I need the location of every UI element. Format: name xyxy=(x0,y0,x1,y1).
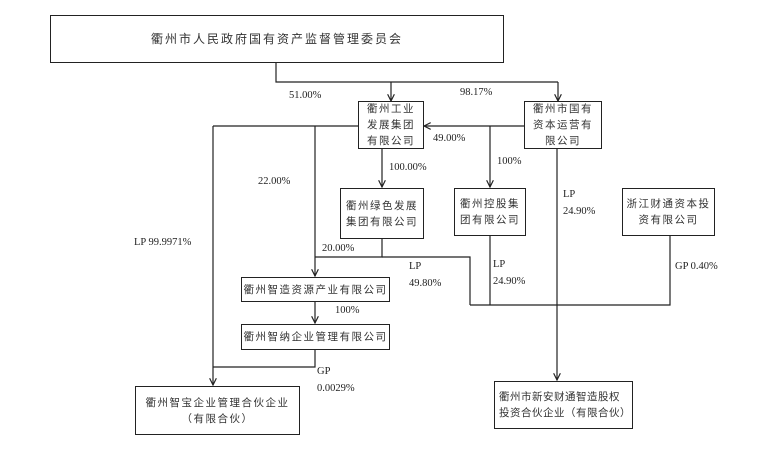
label-industry-zhizao: 22.00% xyxy=(258,176,291,187)
label-zhina-zhibao: GP 0.0029% xyxy=(317,366,355,394)
label-industry-green: 100.00% xyxy=(389,162,427,173)
node-green-development: 衢州绿色发展 集团有限公司 xyxy=(340,188,424,239)
label-zheshang-xinan: GP 0.40% xyxy=(675,261,718,272)
edge-green-xinan xyxy=(382,256,471,305)
label-industry-zhibao: LP 99.9971% xyxy=(134,237,192,248)
label-sasac-industry: 51.00% xyxy=(289,90,322,101)
label-green-xinan: LP 49.80% xyxy=(409,261,442,289)
node-sasac: 衢州市人民政府国有资产监督管理委员会 xyxy=(50,15,504,63)
node-zhina-management: 衢州智纳企业管理有限公司 xyxy=(241,324,390,350)
label-zhizao-zhina: 100% xyxy=(335,305,360,316)
node-holding-group: 衢州控股集 团有限公司 xyxy=(454,188,526,236)
node-xinan-fund: 衢州市新安财通智造股权 投资合伙企业（有限合伙） xyxy=(494,381,633,429)
label-capital-ops-industry: 49.00% xyxy=(433,133,466,144)
edge-sasac-trunk xyxy=(275,62,558,83)
label-capital-ops-holding: 100% xyxy=(497,156,522,167)
edge-zhina-zhibao xyxy=(213,349,316,368)
label-capital-ops-xinan: LP 24.90% xyxy=(563,189,596,217)
node-capital-operations: 衢州市国有 资本运营有 限公司 xyxy=(524,101,602,149)
label-holding-xinan: LP 24.90% xyxy=(493,259,526,287)
node-industry-group: 衢州工业 发展集团 有限公司 xyxy=(358,101,424,149)
label-green-zhizao: 20.00% xyxy=(322,243,355,254)
edge-zheshang-xinan xyxy=(470,235,671,306)
node-zheshang-capital: 浙江财通资本投 资有限公司 xyxy=(622,188,715,236)
label-sasac-capital-ops: 98.17% xyxy=(460,87,493,98)
node-zhibao-partnership: 衢州智宝企业管理合伙企业 （有限合伙） xyxy=(135,386,300,435)
node-zhizao-resources: 衢州智造资源产业有限公司 xyxy=(241,277,390,302)
